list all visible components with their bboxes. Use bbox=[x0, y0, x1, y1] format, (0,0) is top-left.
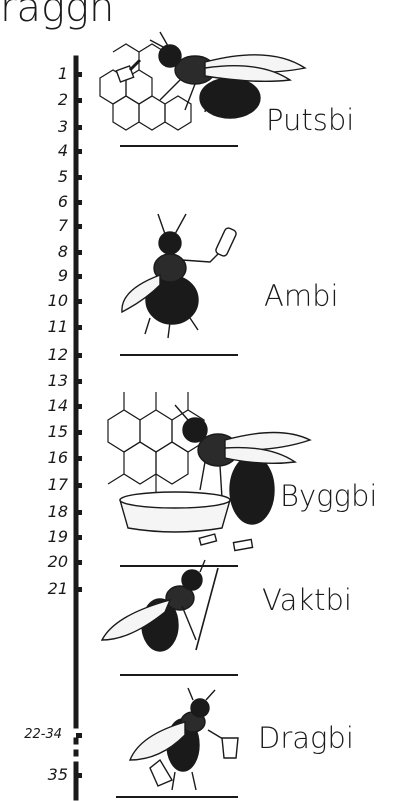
day-label: 12 bbox=[26, 347, 68, 363]
honeycomb-middle bbox=[108, 392, 204, 496]
day-label: 15 bbox=[26, 424, 68, 440]
timeline-tick bbox=[76, 483, 82, 488]
day-label: 14 bbox=[26, 398, 68, 414]
timeline-tick bbox=[76, 72, 82, 77]
day-label: 4 bbox=[26, 143, 68, 159]
timeline-tick bbox=[76, 175, 82, 180]
day-label: 9 bbox=[26, 268, 68, 284]
day-label: 19 bbox=[26, 529, 68, 545]
timeline-tick bbox=[76, 430, 82, 435]
timeline-tick bbox=[76, 125, 82, 130]
timeline-tick bbox=[76, 98, 82, 103]
day-label: 16 bbox=[26, 450, 68, 466]
day-label: 22-34 bbox=[18, 727, 62, 743]
timeline-tick bbox=[76, 587, 82, 592]
role-label-vaktbi: Vaktbi bbox=[262, 584, 352, 616]
day-label: 11 bbox=[26, 319, 68, 335]
timeline-tick bbox=[76, 456, 82, 461]
nurse-bee-illustration bbox=[122, 214, 237, 338]
role-label-dragbi: Dragbi bbox=[258, 722, 354, 754]
day-label: 5 bbox=[26, 169, 68, 185]
timeline-tick bbox=[76, 353, 82, 358]
guard-bee-illustration bbox=[102, 560, 218, 651]
day-label: 13 bbox=[26, 373, 68, 389]
day-label: 7 bbox=[26, 218, 68, 234]
timeline-tick bbox=[76, 274, 82, 279]
timeline-tick bbox=[76, 299, 82, 304]
day-label: 17 bbox=[26, 477, 68, 493]
day-label: 2 bbox=[26, 92, 68, 108]
builder-bee-illustration bbox=[120, 405, 310, 551]
day-label: 20 bbox=[26, 554, 68, 570]
timeline-tick bbox=[76, 510, 82, 515]
role-label-byggbi: Byggbi bbox=[280, 480, 377, 512]
timeline-tick bbox=[76, 149, 82, 154]
timeline-dash bbox=[74, 750, 78, 756]
day-label: 3 bbox=[26, 119, 68, 135]
timeline-tick bbox=[76, 773, 82, 778]
timeline-tick bbox=[76, 404, 82, 409]
timeline bbox=[74, 56, 78, 800]
forager-bee-illustration bbox=[130, 688, 238, 790]
role-label-ambi: Ambi bbox=[264, 280, 339, 312]
timeline-dash bbox=[74, 738, 78, 744]
timeline-tick bbox=[76, 379, 82, 384]
timeline-tick bbox=[76, 224, 82, 229]
timeline-tick bbox=[76, 535, 82, 540]
timeline-tick bbox=[76, 200, 82, 205]
day-label: 6 bbox=[26, 194, 68, 210]
day-label: 10 bbox=[26, 293, 68, 309]
day-label: 18 bbox=[26, 504, 68, 520]
timeline-tick bbox=[76, 560, 82, 565]
timeline-tick bbox=[76, 250, 82, 255]
timeline-tick bbox=[76, 325, 82, 330]
timeline-tick bbox=[76, 733, 82, 738]
role-label-putsbi: Putsbi bbox=[266, 104, 354, 136]
day-label: 21 bbox=[26, 581, 68, 597]
day-label: 35 bbox=[26, 767, 68, 783]
day-label: 1 bbox=[26, 66, 68, 82]
timeline-bar-end bbox=[74, 762, 78, 800]
day-label: 8 bbox=[26, 244, 68, 260]
timeline-bar bbox=[74, 56, 78, 728]
